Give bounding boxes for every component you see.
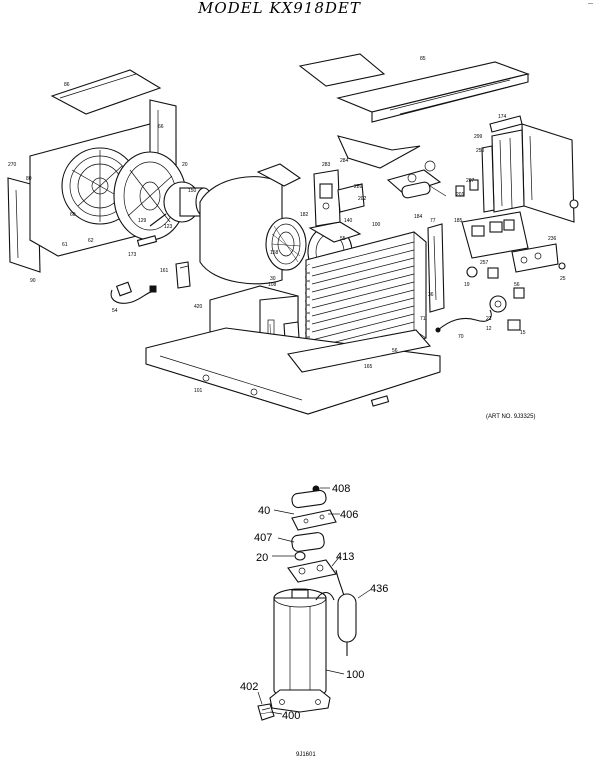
control-panel — [461, 211, 559, 273]
callout-label: 60 — [70, 212, 76, 218]
callout-label: 12 — [486, 326, 492, 332]
callout-label: 56 — [514, 282, 520, 288]
callout-407: 407 — [254, 532, 272, 544]
callout-label: 21 — [486, 316, 492, 322]
callout-20: 20 — [256, 552, 268, 564]
callout-label: 150 — [188, 188, 197, 194]
callout-40: 40 — [258, 505, 270, 517]
callout-label: 283 — [322, 162, 331, 168]
callout-label: 123 — [164, 224, 173, 230]
callout-label: 185 — [454, 218, 463, 224]
right-side-panel — [481, 115, 575, 223]
callout-label: 55 — [340, 236, 346, 242]
callout-label: 420 — [194, 304, 203, 310]
callout-label: 108 — [268, 282, 277, 288]
callout-label: 201 — [456, 192, 465, 198]
callout-label: 257 — [480, 260, 489, 266]
callout-label: 174 — [498, 114, 507, 120]
top-cover-panel — [298, 53, 530, 123]
coil-side-plate — [427, 223, 445, 313]
callout-408: 408 — [332, 483, 350, 495]
callout-label: 25 — [560, 276, 566, 282]
callout-label: 140 — [344, 218, 353, 224]
callout-label: 90 — [30, 278, 36, 284]
callout-label: 36 — [428, 292, 434, 298]
compressor-body — [269, 588, 335, 713]
callout-label: 101 — [194, 388, 203, 394]
callout-label: 173 — [128, 252, 137, 258]
callout-label: 30 — [270, 276, 276, 282]
callout-100: 100 — [346, 669, 364, 681]
accumulator — [335, 569, 357, 656]
callout-label: 66 — [158, 124, 164, 130]
callout-label: 54 — [112, 308, 118, 314]
callout-413: 413 — [336, 551, 354, 563]
mounting-clips — [136, 235, 191, 289]
power-cord — [110, 281, 157, 304]
base-pan — [145, 327, 441, 415]
compressor-grommet — [257, 703, 275, 721]
callout-label: 100 — [372, 222, 381, 228]
callout-label: 250 — [476, 148, 485, 154]
callout-label: 71 — [420, 316, 426, 322]
callout-label: 20 — [182, 162, 188, 168]
callout-label: 61 — [62, 242, 68, 248]
lower-leaders — [257, 487, 371, 715]
upper-callouts: 85 86 270 80 90 66 20 60 61 129 123 62 1… — [8, 56, 566, 394]
switch-assembly — [337, 135, 442, 195]
upper-art-number: (ART NO. 9J3325) — [486, 414, 535, 420]
callout-label: 289 — [354, 184, 363, 190]
callout-label: 85 — [420, 56, 426, 62]
callout-label: 207 — [466, 178, 475, 184]
terminal-cover-stack — [287, 485, 337, 583]
filter-panel — [50, 69, 162, 115]
callout-label: 161 — [160, 268, 169, 274]
callout-label: 15 — [520, 330, 526, 336]
lower-callouts: 408 40 406 407 20 413 436 100 402 400 — [240, 483, 388, 722]
callout-402: 402 — [240, 681, 258, 693]
callout-label: 86 — [64, 82, 70, 88]
callout-label: 80 — [26, 176, 32, 182]
callout-label: 129 — [138, 218, 147, 224]
callout-label: 184 — [414, 214, 423, 220]
control-bracket — [313, 169, 365, 227]
callout-436: 436 — [370, 583, 388, 595]
callout-label: 284 — [340, 158, 349, 164]
small-hardware — [435, 199, 579, 333]
callout-label: 56 — [392, 348, 398, 354]
callout-label: 70 — [458, 334, 464, 340]
lower-art-number: 9J1601 — [296, 752, 316, 758]
thermostat-assembly — [401, 179, 479, 199]
callout-label: 270 — [8, 162, 17, 168]
callout-label: 62 — [88, 238, 94, 244]
callout-400: 400 — [282, 710, 300, 722]
callout-label: 158 — [270, 250, 279, 256]
model-title: MODEL KX918DET — [197, 0, 361, 17]
evaporator-coil — [305, 231, 427, 367]
callout-label: 202 — [358, 196, 367, 202]
callout-label: 165 — [364, 364, 373, 370]
blower-scroll-housing — [199, 163, 307, 285]
callout-406: 406 — [340, 509, 358, 521]
corner-mark: — — [588, 1, 593, 7]
callout-label: 299 — [474, 134, 483, 140]
callout-label: 236 — [548, 236, 557, 242]
callout-label: 19 — [464, 282, 470, 288]
callout-label: 77 — [430, 218, 436, 224]
callout-label: 182 — [300, 212, 309, 218]
